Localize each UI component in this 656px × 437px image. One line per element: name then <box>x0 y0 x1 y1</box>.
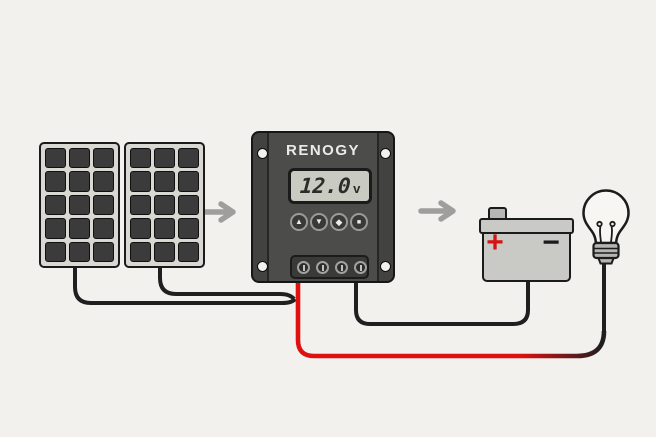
bulb-glass <box>582 189 630 245</box>
filament-icon <box>596 220 616 243</box>
wire-panel1 <box>73 254 297 305</box>
solar-cell <box>69 171 90 192</box>
down-triangle-icon: ▼ <box>315 217 323 226</box>
solar-cell <box>178 171 199 192</box>
solar-cell <box>154 218 175 239</box>
solar-cell <box>69 194 90 216</box>
solar-cell <box>154 241 175 262</box>
solar-cell <box>178 241 199 262</box>
exit-button: ■ <box>350 213 368 231</box>
lcd-unit: v <box>353 180 361 196</box>
solar-cell <box>178 218 199 239</box>
solar-cell <box>93 194 114 216</box>
square-icon: ■ <box>356 218 362 226</box>
screw-terminal <box>316 261 329 274</box>
up-triangle-icon: ▲ <box>295 217 303 226</box>
wire-positive-load <box>295 278 607 359</box>
lcd-value: 12.0 <box>298 174 352 198</box>
terminal-strip <box>290 255 369 279</box>
screw-hole <box>257 148 268 159</box>
wire-panel2 <box>158 254 296 301</box>
solar-panel-1 <box>39 142 120 268</box>
light-bulb <box>582 189 630 265</box>
solar-cell <box>130 148 151 169</box>
solar-panel-2 <box>124 142 205 268</box>
terminal-slot <box>359 264 362 271</box>
flow-arrow-icon-1 <box>201 201 236 223</box>
terminal-slot <box>302 264 305 271</box>
solar-cell <box>93 148 114 169</box>
up-button: ▲ <box>290 213 308 231</box>
solar-cell <box>130 171 151 192</box>
solar-cell <box>93 218 114 239</box>
solar-cell <box>93 241 114 262</box>
screw-terminal <box>335 261 348 274</box>
down-button: ▼ <box>310 213 328 231</box>
battery <box>482 230 571 282</box>
screw-terminal <box>354 261 367 274</box>
solar-cell <box>93 171 114 192</box>
solar-cell <box>154 171 175 192</box>
solar-cell <box>45 171 66 192</box>
solar-cell <box>45 218 66 239</box>
solar-cell <box>178 194 199 216</box>
diamond-icon: ◆ <box>335 216 343 227</box>
solar-cell <box>69 148 90 169</box>
solar-cell <box>69 241 90 262</box>
terminal-slot <box>321 264 324 271</box>
solar-cell <box>45 148 66 169</box>
screw-hole <box>257 261 268 272</box>
solar-cell <box>154 148 175 169</box>
wire-controller-battery <box>354 278 530 326</box>
terminal-slot <box>340 264 343 271</box>
battery-cap <box>479 218 574 234</box>
battery-negative-label: − <box>542 226 560 259</box>
screw-hole <box>380 148 391 159</box>
select-button: ◆ <box>330 213 348 231</box>
bulb-base <box>592 241 620 260</box>
solar-cell <box>45 194 66 216</box>
solar-cell <box>154 194 175 216</box>
bulb-base-ridges <box>594 247 618 254</box>
solar-cell <box>130 194 151 216</box>
solar-cell <box>130 218 151 239</box>
brand-logo: RENOGY <box>285 142 360 159</box>
lcd-display: 12.0 v <box>288 168 372 204</box>
charge-controller: RENOGY 12.0 v ▲ ▼ ◆ ■ <box>251 131 395 283</box>
screw-terminal <box>297 261 310 274</box>
screw-hole <box>380 261 391 272</box>
solar-cell <box>130 241 151 262</box>
battery-positive-label: + <box>486 226 504 259</box>
flow-arrow-icon-2 <box>418 200 456 222</box>
solar-cell <box>178 148 199 169</box>
solar-cell <box>69 218 90 239</box>
solar-cell <box>45 241 66 262</box>
